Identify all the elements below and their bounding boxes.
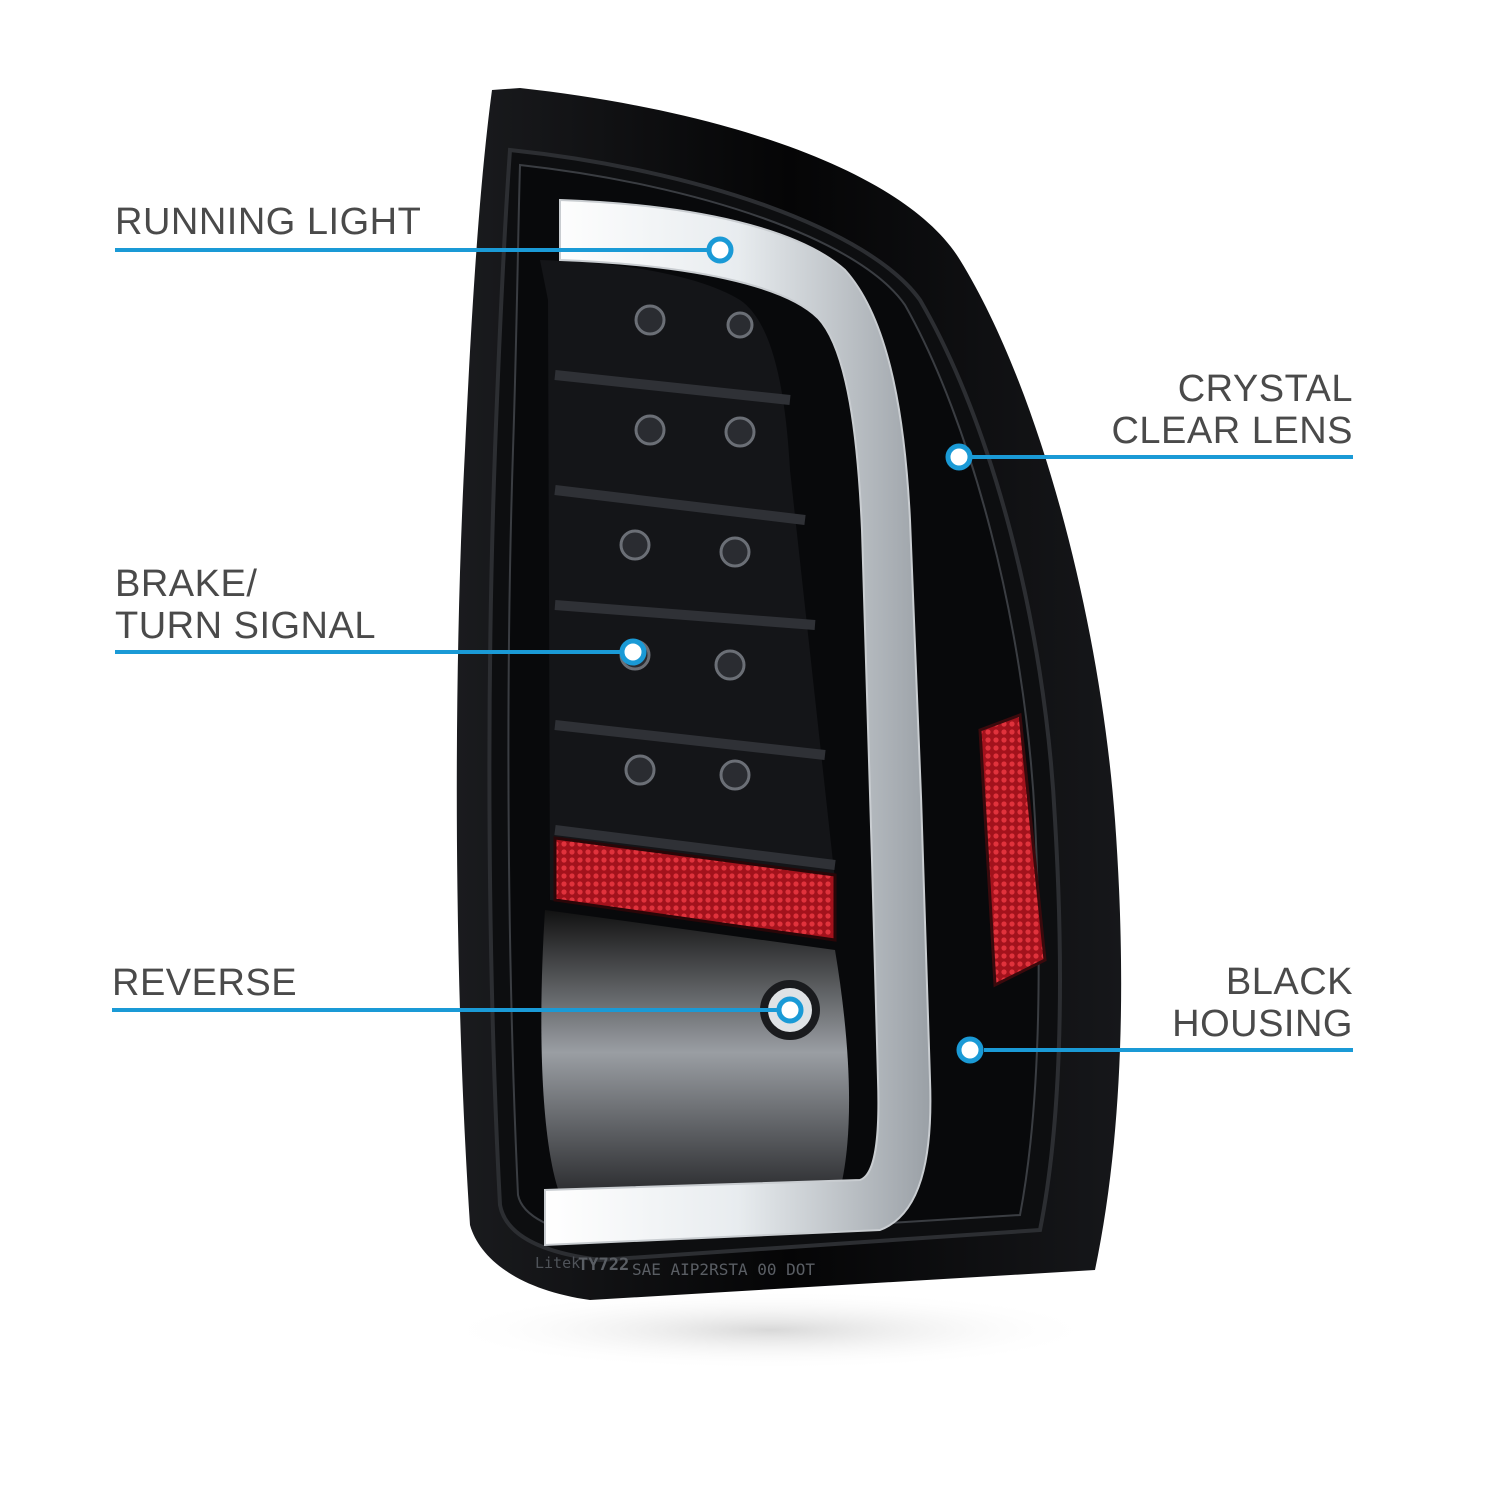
led-bulbs (619, 304, 756, 791)
red-reflector-bar (553, 836, 837, 942)
leader-dots (619, 236, 984, 1064)
label-reverse: REVERSE (112, 962, 297, 1004)
label-brake-turn-signal: BRAKE/ TURN SIGNAL (115, 563, 376, 647)
label-running-light-text: RUNNING LIGHT (115, 201, 422, 243)
stamp-code: SAE AIP2RSTA 00 DOT (632, 1260, 815, 1279)
reverse-chamber (541, 910, 850, 1195)
dot-running-light (706, 236, 734, 264)
label-black-housing-line2: HOUSING (1172, 1003, 1353, 1045)
label-crystal-clear-lens: CRYSTAL CLEAR LENS (1111, 368, 1353, 452)
label-running-light: RUNNING LIGHT (115, 201, 421, 243)
dot-reverse (776, 996, 804, 1024)
led-row-dividers (554, 370, 836, 870)
label-brake-turn-signal-line1: BRAKE/ (115, 563, 258, 605)
floor-shadow (440, 1290, 1100, 1370)
label-crystal-clear-lens-line2: CLEAR LENS (1111, 410, 1353, 452)
label-reverse-text: REVERSE (112, 962, 298, 1004)
label-black-housing-line1: BLACK (1225, 961, 1353, 1003)
label-crystal-clear-lens-line1: CRYSTAL (1177, 368, 1353, 410)
dot-black-housing (956, 1036, 984, 1064)
label-black-housing: BLACK HOUSING (1172, 961, 1353, 1045)
stamp-model: TY722 (578, 1255, 629, 1275)
label-brake-turn-signal-line2: TURN SIGNAL (115, 605, 376, 647)
leader-lines (112, 248, 1353, 1052)
side-red-reflector (978, 712, 1047, 988)
running-light-bar (544, 198, 932, 1247)
stamp-brand: Litek (535, 1254, 580, 1272)
dot-brake-turn-signal (619, 638, 647, 666)
led-chamber (540, 260, 835, 940)
dot-crystal-clear-lens (945, 443, 973, 471)
